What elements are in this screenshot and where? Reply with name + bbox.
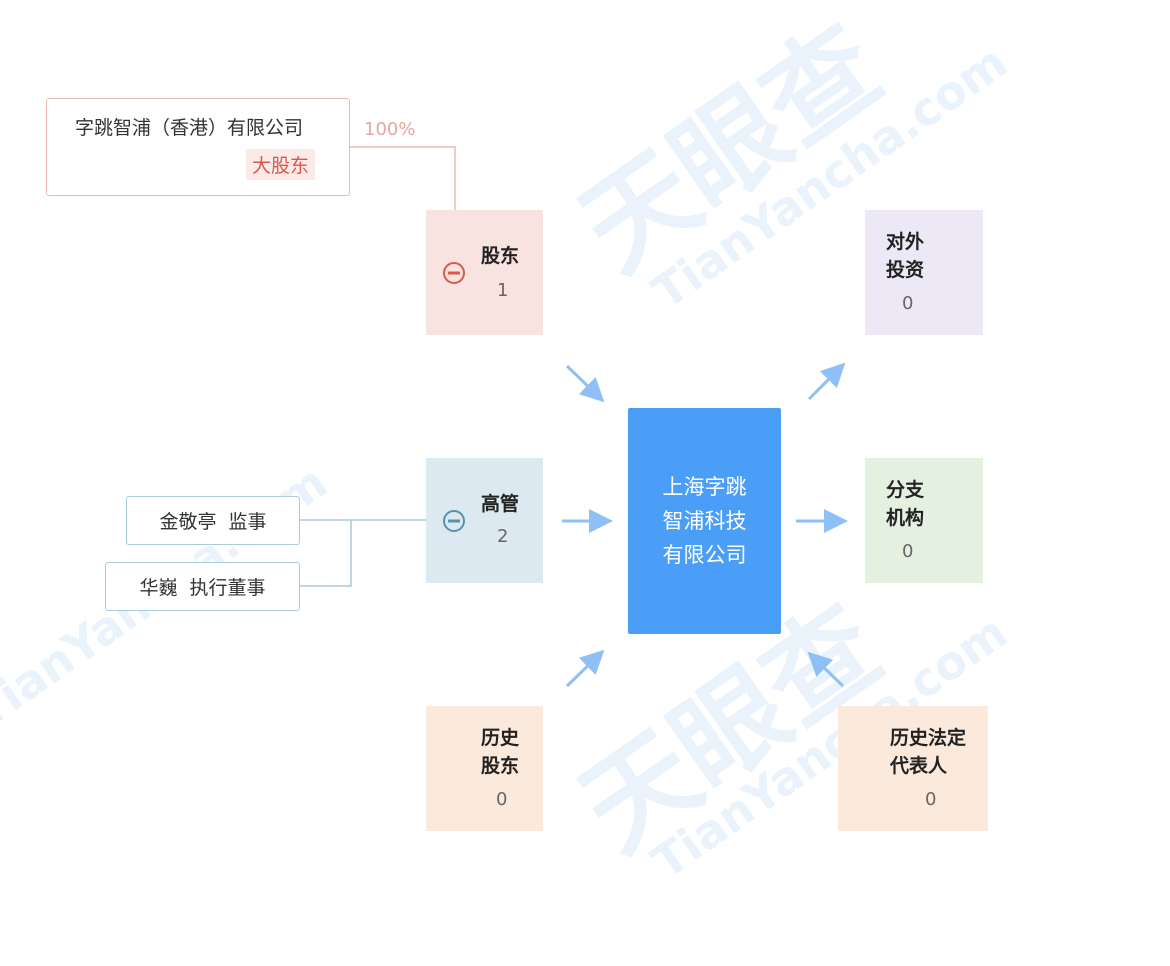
node-title-line1: 历史: [481, 727, 520, 749]
collapse-icon[interactable]: [442, 509, 466, 533]
shareholder-name: 字跳智浦（香港）有限公司: [75, 117, 304, 139]
node-count: 2: [497, 526, 509, 547]
center-line3: 有限公司: [662, 543, 747, 567]
node-outbound-investment[interactable]: 对外 投资 0: [865, 210, 983, 335]
collapse-icon[interactable]: [442, 261, 466, 285]
node-title: 高管: [481, 493, 520, 515]
node-title-line2: 股东: [481, 755, 520, 777]
shareholder-card[interactable]: 字跳智浦（香港）有限公司 大股东: [46, 98, 350, 196]
node-count: 0: [496, 789, 508, 810]
executive-item[interactable]: 金敬亭 监事: [126, 496, 300, 545]
node-title-line2: 机构: [886, 507, 925, 529]
node-title-line2: 代表人: [890, 755, 948, 777]
major-shareholder-badge: 大股东: [246, 149, 316, 180]
share-percent: 100%: [364, 119, 416, 140]
node-title: 股东: [481, 245, 520, 267]
node-count: 0: [902, 541, 914, 562]
center-line2: 智浦科技: [662, 509, 747, 533]
node-title-line2: 投资: [886, 259, 925, 281]
node-count: 0: [925, 789, 937, 810]
node-title-line1: 历史法定: [890, 727, 967, 749]
executive-item[interactable]: 华巍 执行董事: [105, 562, 300, 611]
center-line1: 上海字跳: [662, 475, 747, 499]
center-company[interactable]: 上海字跳 智浦科技 有限公司: [628, 408, 781, 634]
node-title-line1: 对外: [886, 231, 925, 253]
node-history-shareholders[interactable]: 历史 股东 0: [426, 706, 543, 831]
node-count: 0: [902, 293, 914, 314]
node-title-line1: 分支: [886, 479, 925, 501]
node-count: 1: [497, 280, 509, 301]
node-branches[interactable]: 分支 机构 0: [865, 458, 983, 583]
node-history-legal-rep[interactable]: 历史法定 代表人 0: [838, 706, 988, 831]
node-executives[interactable]: 高管 2: [426, 458, 543, 583]
node-shareholders[interactable]: 股东 1: [426, 210, 543, 335]
